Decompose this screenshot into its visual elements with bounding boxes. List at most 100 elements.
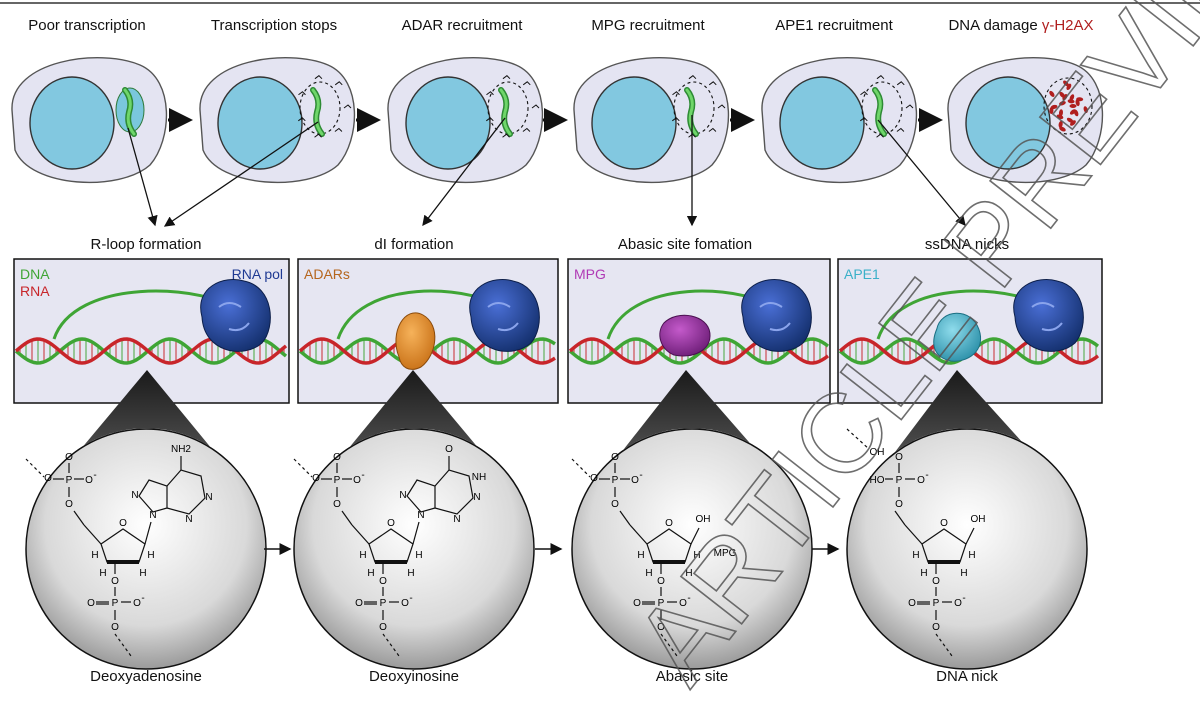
panel-label-rna-pol: RNA pol — [232, 266, 283, 282]
imidazole-ring — [138, 479, 168, 513]
cell — [387, 57, 544, 184]
h2ax-focus — [1075, 99, 1080, 107]
sugar-ring — [921, 528, 967, 563]
damage-mark — [876, 133, 884, 138]
hydroxyl-group: OH — [696, 514, 711, 525]
h2ax-focus — [1049, 90, 1055, 97]
nitrogen-atom: N — [417, 510, 424, 521]
rna-pol-protein — [741, 279, 812, 352]
h2ax-label: γ-H2AX — [1042, 17, 1094, 34]
imine-group: NH — [472, 472, 486, 483]
h2ax-focus — [1069, 109, 1076, 115]
h2ax-focus — [1083, 106, 1088, 113]
damage-mark — [896, 81, 905, 86]
damage-mark — [314, 75, 323, 80]
molecule-name: Abasic site — [656, 668, 729, 685]
molecule-name: Deoxyinosine — [369, 668, 459, 685]
zoom-cone — [302, 370, 526, 505]
pyrimidine-ring — [166, 469, 206, 515]
bond — [904, 524, 923, 545]
charge: - — [687, 593, 690, 604]
hydrogen-atom: H — [147, 550, 154, 561]
amine-group: NH2 — [171, 444, 191, 455]
panel-label: MPG — [574, 266, 606, 282]
bond — [660, 633, 678, 657]
damage-mark — [502, 75, 511, 80]
damage-mark — [717, 104, 726, 109]
event-title: Abasic site fomation — [618, 236, 752, 253]
connector-arrow — [163, 121, 319, 227]
oxygen-atom: O — [133, 598, 141, 609]
stage-title: Transcription stops — [211, 17, 337, 34]
bond — [351, 524, 370, 545]
zoom-sphere — [846, 428, 1088, 670]
oxygen-atom: O — [895, 499, 903, 510]
hydrogen-atom: H — [359, 550, 366, 561]
hydrogen-atom: H — [139, 568, 146, 579]
molecule-name: Deoxyadenosine — [90, 668, 202, 685]
oxygen-atom: O — [657, 576, 665, 587]
nitrogen-atom: N — [149, 510, 156, 521]
cell-nucleus — [965, 76, 1051, 170]
h2ax-focus — [1050, 104, 1058, 110]
sugar-ring — [368, 528, 414, 563]
stage-titles: Poor transcription Transcription stops A… — [28, 17, 1093, 34]
h2ax-focus — [1067, 99, 1075, 104]
oxygen-atom: O — [65, 499, 73, 510]
chromatin-green-highlight — [311, 88, 324, 136]
damage-mark — [672, 91, 680, 96]
cell-nucleus — [29, 76, 115, 170]
ring-oxygen: O — [940, 518, 948, 529]
bond — [144, 521, 152, 545]
rna-pol-protein — [469, 279, 540, 352]
oxygen-atom: O — [355, 598, 363, 609]
bond — [965, 527, 975, 545]
hydrogen-atom: H — [685, 568, 692, 579]
cell-nucleus — [217, 76, 303, 170]
hydrogen-atom: H — [920, 568, 927, 579]
oxygen-atom: O — [611, 452, 619, 463]
cut-hydroxyl: OH — [870, 447, 885, 458]
oxygen-atom: O — [44, 473, 52, 484]
damage-mark — [876, 75, 885, 80]
oxygen-atom: O — [379, 622, 387, 633]
damage-mark — [522, 81, 531, 86]
stage-title: Poor transcription — [28, 17, 146, 34]
oxygen-atom: O — [379, 576, 387, 587]
nitrogen-atom: N — [453, 514, 460, 525]
sugar-ring — [100, 528, 146, 563]
event-title: R-loop formation — [91, 236, 202, 253]
bond — [571, 458, 591, 478]
stage-title: ADAR recruitment — [402, 17, 524, 34]
bond — [341, 510, 353, 526]
event-title: ssDNA nicks — [925, 236, 1009, 253]
hydrogen-atom: H — [99, 568, 106, 579]
connector-arrow — [422, 117, 506, 227]
nitrogen-atom: N — [131, 490, 138, 501]
rna-pol-texture — [759, 302, 791, 332]
zoom-cone — [855, 370, 1079, 505]
rna-pol-protein — [200, 279, 271, 352]
carbonyl-oxygen: O — [445, 444, 453, 455]
stage-title: APE1 recruitment — [775, 17, 893, 34]
bond — [293, 458, 313, 478]
hydrogen-atom: H — [637, 550, 644, 561]
phosphorus-atom: P — [334, 475, 341, 486]
bond — [629, 524, 648, 545]
oxygen-atom: O — [333, 452, 341, 463]
damage-mark — [343, 104, 352, 109]
h2ax-focus — [1058, 109, 1063, 117]
event-panel: ADARs — [297, 258, 559, 404]
oxygen-atom: O — [631, 475, 639, 486]
damage-mark — [531, 104, 540, 109]
sugar-ring — [646, 528, 692, 563]
hydrogen-atom: H — [968, 550, 975, 561]
oxygen-atom: O — [85, 475, 93, 486]
bond — [25, 458, 45, 478]
hydroxyl-group: OH — [971, 514, 986, 525]
cell-row — [11, 57, 1104, 184]
damage-mark — [298, 91, 306, 96]
damage-mark — [486, 117, 494, 122]
phosphorus-atom: P — [612, 475, 619, 486]
